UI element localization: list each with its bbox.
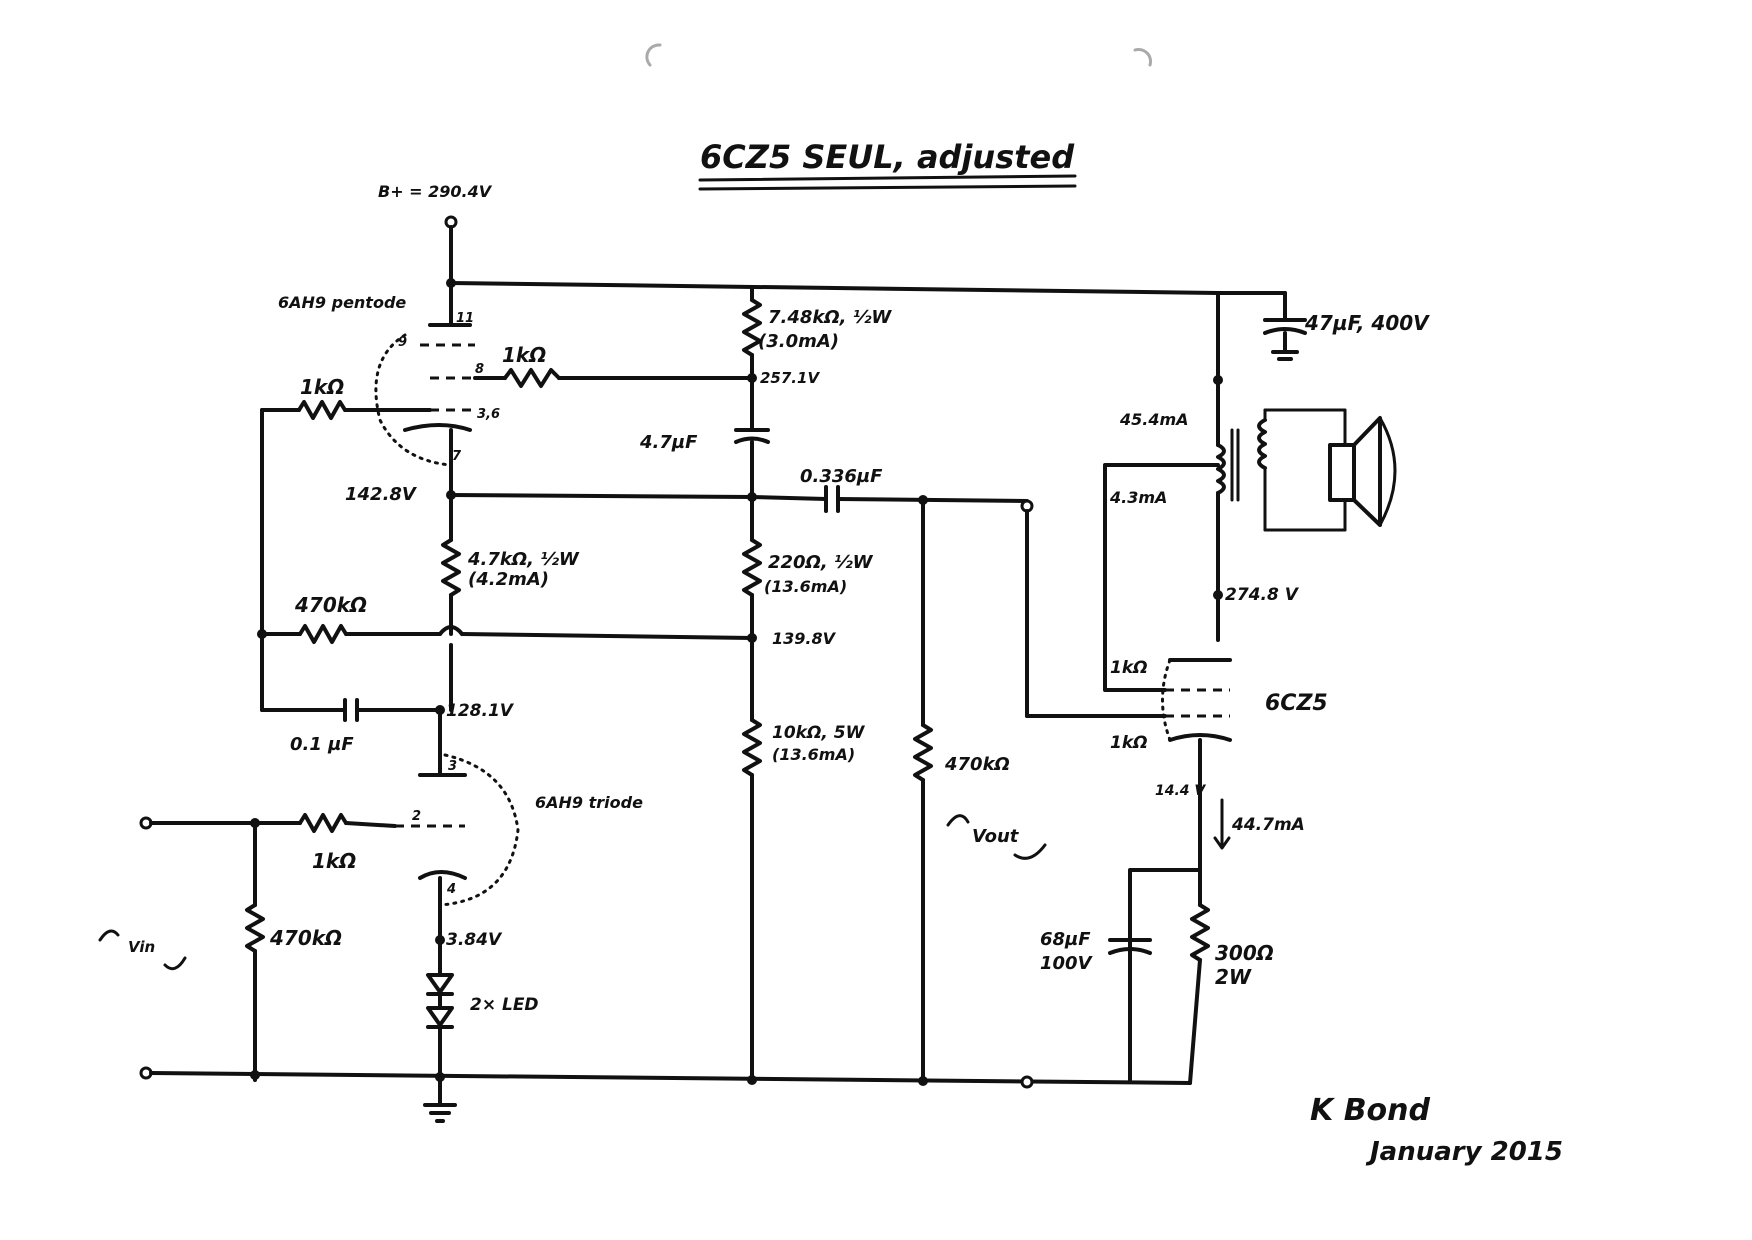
pentode-label: 6AH9 pentode	[278, 293, 406, 312]
screen-resistor: 1kΩ	[473, 343, 754, 388]
pin-9-label: 9	[398, 335, 407, 350]
vin-label: Vin	[128, 938, 155, 956]
title-underline-2	[698, 184, 1077, 191]
triode-label: 6AH9 triode	[535, 793, 643, 812]
pentode-grid-resistor-label: 1kΩ	[300, 375, 344, 399]
divider-top-label: 7.48kΩ, ½W	[768, 307, 892, 328]
divider-bottom-label: 10kΩ, 5W	[772, 723, 866, 743]
cathode-resistor-value-line: 2W	[1215, 965, 1252, 989]
pin-3-label: 3	[448, 759, 457, 774]
divider-mid-label: 220Ω, ½W	[768, 552, 874, 573]
coupling-network: 0.336µF 470kΩ Vout	[750, 466, 1167, 1082]
pin-3-6-label: 3,6	[477, 407, 500, 422]
signature-name: K Bond	[1310, 1093, 1431, 1128]
vin-sine-icon	[98, 929, 120, 942]
output-tube-label: 6CZ5	[1265, 691, 1328, 716]
supply-voltage-label: B+ = 290.4V	[378, 182, 493, 201]
pentode-grid-network: 1kΩ 0.1 µF 470kΩ	[257, 375, 757, 755]
feedback-capacitor-label: 0.1 µF	[290, 734, 354, 755]
grid-stopper-label: 1kΩ	[312, 849, 356, 873]
punch-holes	[645, 43, 1152, 67]
output-grid-resistor-label: 1kΩ	[1110, 733, 1148, 753]
supply-cap-label: 47µF, 400V	[1304, 311, 1430, 335]
mid-voltage: 139.8V	[772, 629, 837, 648]
ground-rail	[149, 1070, 1192, 1123]
input-network: 1kΩ 470kΩ Vin	[98, 813, 397, 1082]
feedback-resistor-label: 470kΩ	[294, 593, 367, 617]
speaker-icon	[1328, 416, 1397, 527]
cathode-resistor-value: 300Ω	[1215, 941, 1274, 965]
mid-wire	[449, 493, 754, 499]
output-terminal-bottom	[1020, 1075, 1034, 1089]
diagram-title: 6CZ5 SEUL, adjusted	[700, 138, 1075, 176]
output-stage: 47µF, 400V 45.4mA 274.8 V 4.3mA 6CZ5 1kΩ…	[1040, 291, 1430, 1085]
pin-2-label: 2	[412, 809, 421, 824]
vout-sine-icon	[946, 814, 970, 827]
triode-anode-voltage: 128.1V	[446, 701, 515, 721]
divider-bottom-current: (13.6mA)	[772, 745, 855, 764]
title-underline	[698, 174, 1077, 182]
cathode-resistor-label: 300Ω 2W	[1215, 941, 1281, 989]
signature-date: January 2015	[1365, 1137, 1563, 1167]
divider-chain: 257.1V 7.48kΩ, ½W (3.0mA) 4.7µF 220Ω, ½W…	[639, 286, 892, 1082]
screen-resistor-label: 1kΩ	[502, 343, 546, 367]
pin-11-label: 11	[456, 311, 474, 326]
grid-leak-label: 470kΩ	[944, 754, 1010, 775]
led-bias: 3.84V 2× LED	[426, 930, 539, 1077]
output-cathode-voltage: 274.8 V	[1225, 585, 1300, 605]
triode-6ah9: 3 2 4 6AH9 triode	[395, 708, 643, 942]
coupling-cap-label: 0.336µF	[800, 466, 883, 487]
divider-mid-current: (13.6mA)	[764, 577, 847, 596]
cathode-cap-label: 68µF 100V	[1040, 929, 1097, 974]
cathode-cap-value: 68µF	[1040, 929, 1091, 950]
cathode-cap-value-line: 100V	[1040, 953, 1094, 974]
cathode-current: 44.7mA	[1231, 815, 1305, 835]
divider-top-current: (3.0mA)	[758, 331, 839, 352]
pin-4-label: 4	[446, 882, 456, 897]
input-resistor-label: 470kΩ	[269, 926, 342, 950]
pentode-load-label: 4.7kΩ, ½W	[467, 549, 580, 570]
pin-7-label: 7	[452, 449, 462, 464]
pentode-load-resistor: 4.7kΩ, ½W (4.2mA)	[441, 493, 580, 712]
vout-label: Vout	[972, 826, 1020, 847]
cathode-drop-voltage: 14.4 V	[1155, 783, 1206, 799]
led-label: 2× LED	[470, 995, 539, 1015]
bypass-cap-label: 4.7µF	[639, 432, 698, 453]
triode-cathode-voltage: 3.84V	[446, 930, 503, 950]
pentode-load-current: (4.2mA)	[468, 569, 549, 590]
primary-current: 45.4mA	[1119, 410, 1189, 429]
pentode-cathode-voltage: 142.8V	[345, 484, 418, 505]
screen-current: 4.3mA	[1109, 488, 1167, 507]
screen-voltage: 257.1V	[760, 369, 820, 387]
pentode-6ah9: 6AH9 pentode 11 9 8 3,6 7	[278, 281, 500, 497]
output-screen-resistor-label: 1kΩ	[1110, 658, 1148, 678]
top-rail	[446, 225, 1287, 295]
pin-8-label: 8	[475, 362, 484, 377]
